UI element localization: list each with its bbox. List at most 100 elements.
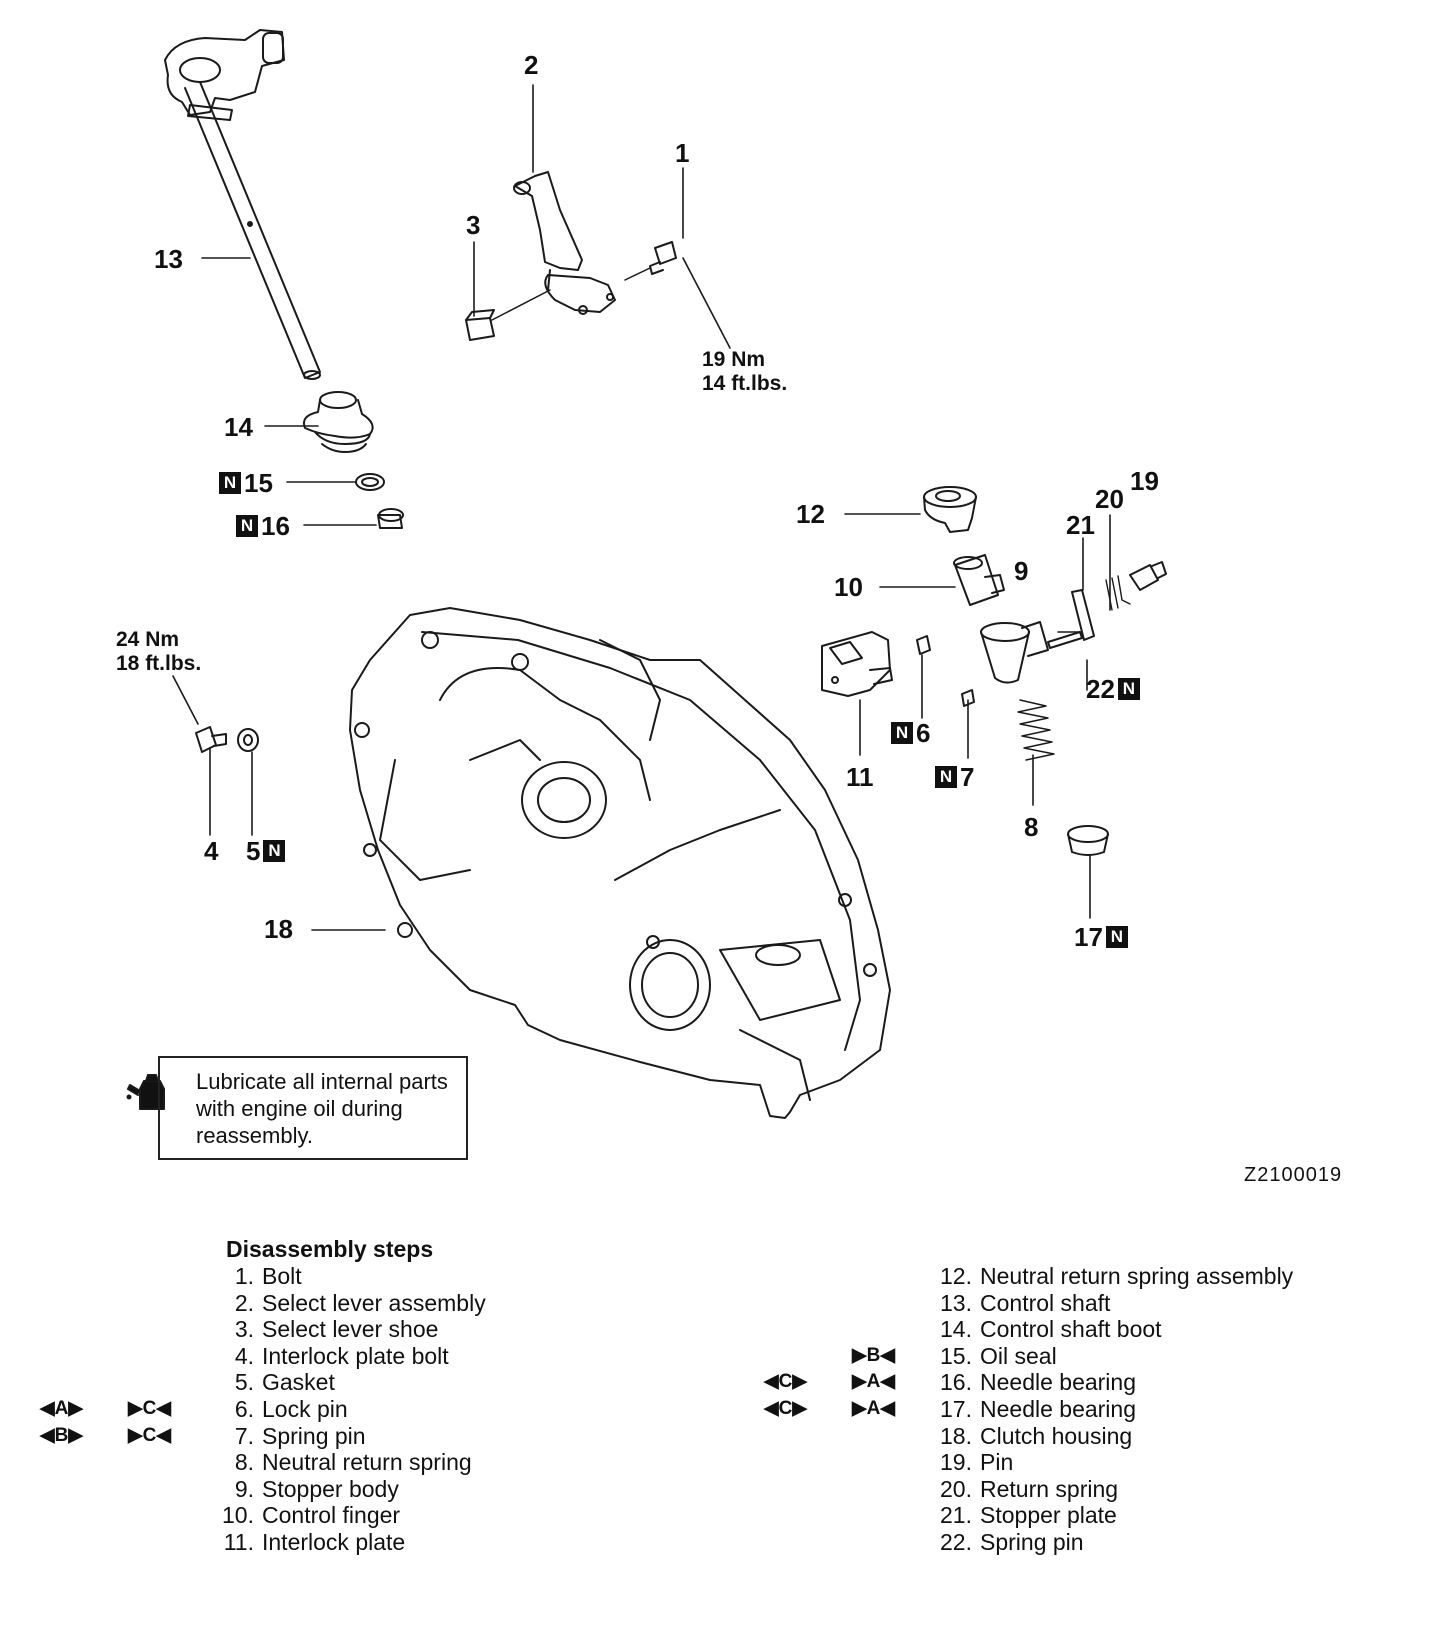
callout-9: 9 <box>1014 556 1029 586</box>
step-item: 20. Return spring <box>930 1476 1293 1503</box>
step-number: 20. <box>940 1475 972 1502</box>
step-label: Neutral return spring <box>262 1449 472 1476</box>
step-item: 5. Gasket <box>212 1369 486 1396</box>
step-number: 10. <box>222 1502 254 1529</box>
new-part-badge: N <box>1105 926 1128 949</box>
neutral-return-spring-assembly-part <box>923 486 977 533</box>
callout-1: 1 <box>675 138 690 168</box>
lubrication-note: Lubricate all internal parts with engine… <box>158 1056 468 1160</box>
new-part-badge: N <box>263 840 286 863</box>
step-item: 12.Neutral return spring assembly <box>930 1263 1293 1290</box>
step-label: Pin <box>980 1449 1014 1476</box>
service-mark: ◀B▶ <box>40 1424 83 1446</box>
gasket-part <box>237 728 259 752</box>
callout-8: 8 <box>1024 812 1039 842</box>
control-shaft-part <box>164 29 321 380</box>
service-mark: ▶B◀ <box>852 1344 895 1366</box>
step-item: 4. Interlock plate bolt <box>212 1343 486 1370</box>
callout-14: 14 <box>224 412 253 442</box>
step-item: ◀A▶▶C◀6.Lock pin <box>40 1396 486 1423</box>
control-shaft-boot-part <box>302 391 374 453</box>
step-item: 11. Interlock plate <box>212 1529 486 1556</box>
needle-bearing-part <box>377 508 404 529</box>
step-label: Interlock plate bolt <box>262 1342 449 1369</box>
return-spring-part <box>1105 575 1131 611</box>
callout-12: 12 <box>796 499 825 529</box>
service-mark: ▶C◀ <box>128 1424 171 1446</box>
step-item: 8. Neutral return spring <box>212 1449 486 1476</box>
spring-pin-22-part <box>1047 631 1083 649</box>
step-number: 5. <box>234 1369 254 1396</box>
leader-lines <box>172 84 1111 931</box>
step-item: ◀C▶▶A◀16.Needle bearing <box>764 1369 1293 1396</box>
step-item: 9. Stopper body <box>212 1476 486 1503</box>
bolt-part <box>624 241 677 281</box>
lock-pin-part <box>916 635 931 655</box>
step-number: 2. <box>234 1289 254 1316</box>
figure-code: Z2100019 <box>1244 1164 1343 1186</box>
step-number: 21. <box>940 1502 972 1529</box>
step-label: Oil seal <box>980 1342 1057 1369</box>
select-lever-shoe-part <box>465 289 551 341</box>
step-item: 3.Select lever shoe <box>212 1316 486 1343</box>
step-number: 13. <box>940 1289 972 1316</box>
step-label: Select lever shoe <box>262 1316 439 1343</box>
spring-pin-part <box>961 689 975 707</box>
new-part-badge: N <box>236 515 258 538</box>
step-number: 12. <box>940 1263 972 1289</box>
step-label: Needle bearing <box>980 1395 1137 1422</box>
neutral-return-spring-part <box>1017 699 1055 761</box>
control-finger-part <box>953 554 1005 606</box>
step-item: 22.Spring pin <box>930 1529 1293 1556</box>
step-label: Return spring <box>980 1475 1119 1502</box>
interlock-plate-bolt-part <box>195 726 227 753</box>
step-number: 8. <box>234 1449 254 1476</box>
clutch-housing-part <box>349 607 891 1119</box>
new-part-badge: N <box>1117 678 1140 701</box>
select-lever-assembly-part <box>513 171 616 315</box>
step-number: 11. <box>223 1528 254 1555</box>
step-item: 13.Control shaft <box>930 1290 1293 1317</box>
step-label: Spring pin <box>262 1422 366 1449</box>
step-number: 19. <box>940 1449 972 1476</box>
step-number: 7. <box>234 1422 254 1449</box>
new-part-badge: N <box>219 472 241 495</box>
service-mark: ▶A◀ <box>852 1397 895 1419</box>
step-number: 4. <box>234 1342 254 1369</box>
oil-seal-part <box>355 473 385 491</box>
step-number: 22. <box>940 1528 972 1555</box>
step-label: Stopper body <box>262 1475 399 1502</box>
step-item: 2.Select lever assembly <box>212 1290 486 1317</box>
callout-2: 2 <box>524 50 539 80</box>
step-item: 21. Stopper plate <box>930 1502 1293 1529</box>
step-item: 1.Bolt <box>212 1263 486 1290</box>
stopper-body-part <box>980 621 1049 684</box>
step-number: 9. <box>234 1475 254 1502</box>
stopper-plate-part <box>1071 589 1095 641</box>
step-label: Gasket <box>262 1369 335 1396</box>
callout-18: 18 <box>264 914 293 944</box>
step-item: ▶B◀15.Oil seal <box>852 1342 1293 1370</box>
step-label: Interlock plate <box>262 1528 406 1555</box>
step-label: Needle bearing <box>980 1369 1137 1396</box>
step-label: Stopper plate <box>980 1502 1117 1529</box>
steps-title: Disassembly steps <box>226 1236 434 1262</box>
step-item: ◀C▶▶A◀17.Needle bearing <box>764 1395 1293 1423</box>
callout-11: 11 <box>846 762 874 792</box>
note-text: Lubricate all internal parts with engine… <box>196 1069 448 1148</box>
step-number: 1. <box>234 1263 254 1289</box>
step-number: 18. <box>940 1422 972 1449</box>
step-number: 14. <box>940 1316 972 1343</box>
step-item: 19. Pin <box>930 1449 1293 1476</box>
service-mark: ◀C▶ <box>764 1371 807 1393</box>
service-mark: ▶C◀ <box>128 1397 171 1419</box>
